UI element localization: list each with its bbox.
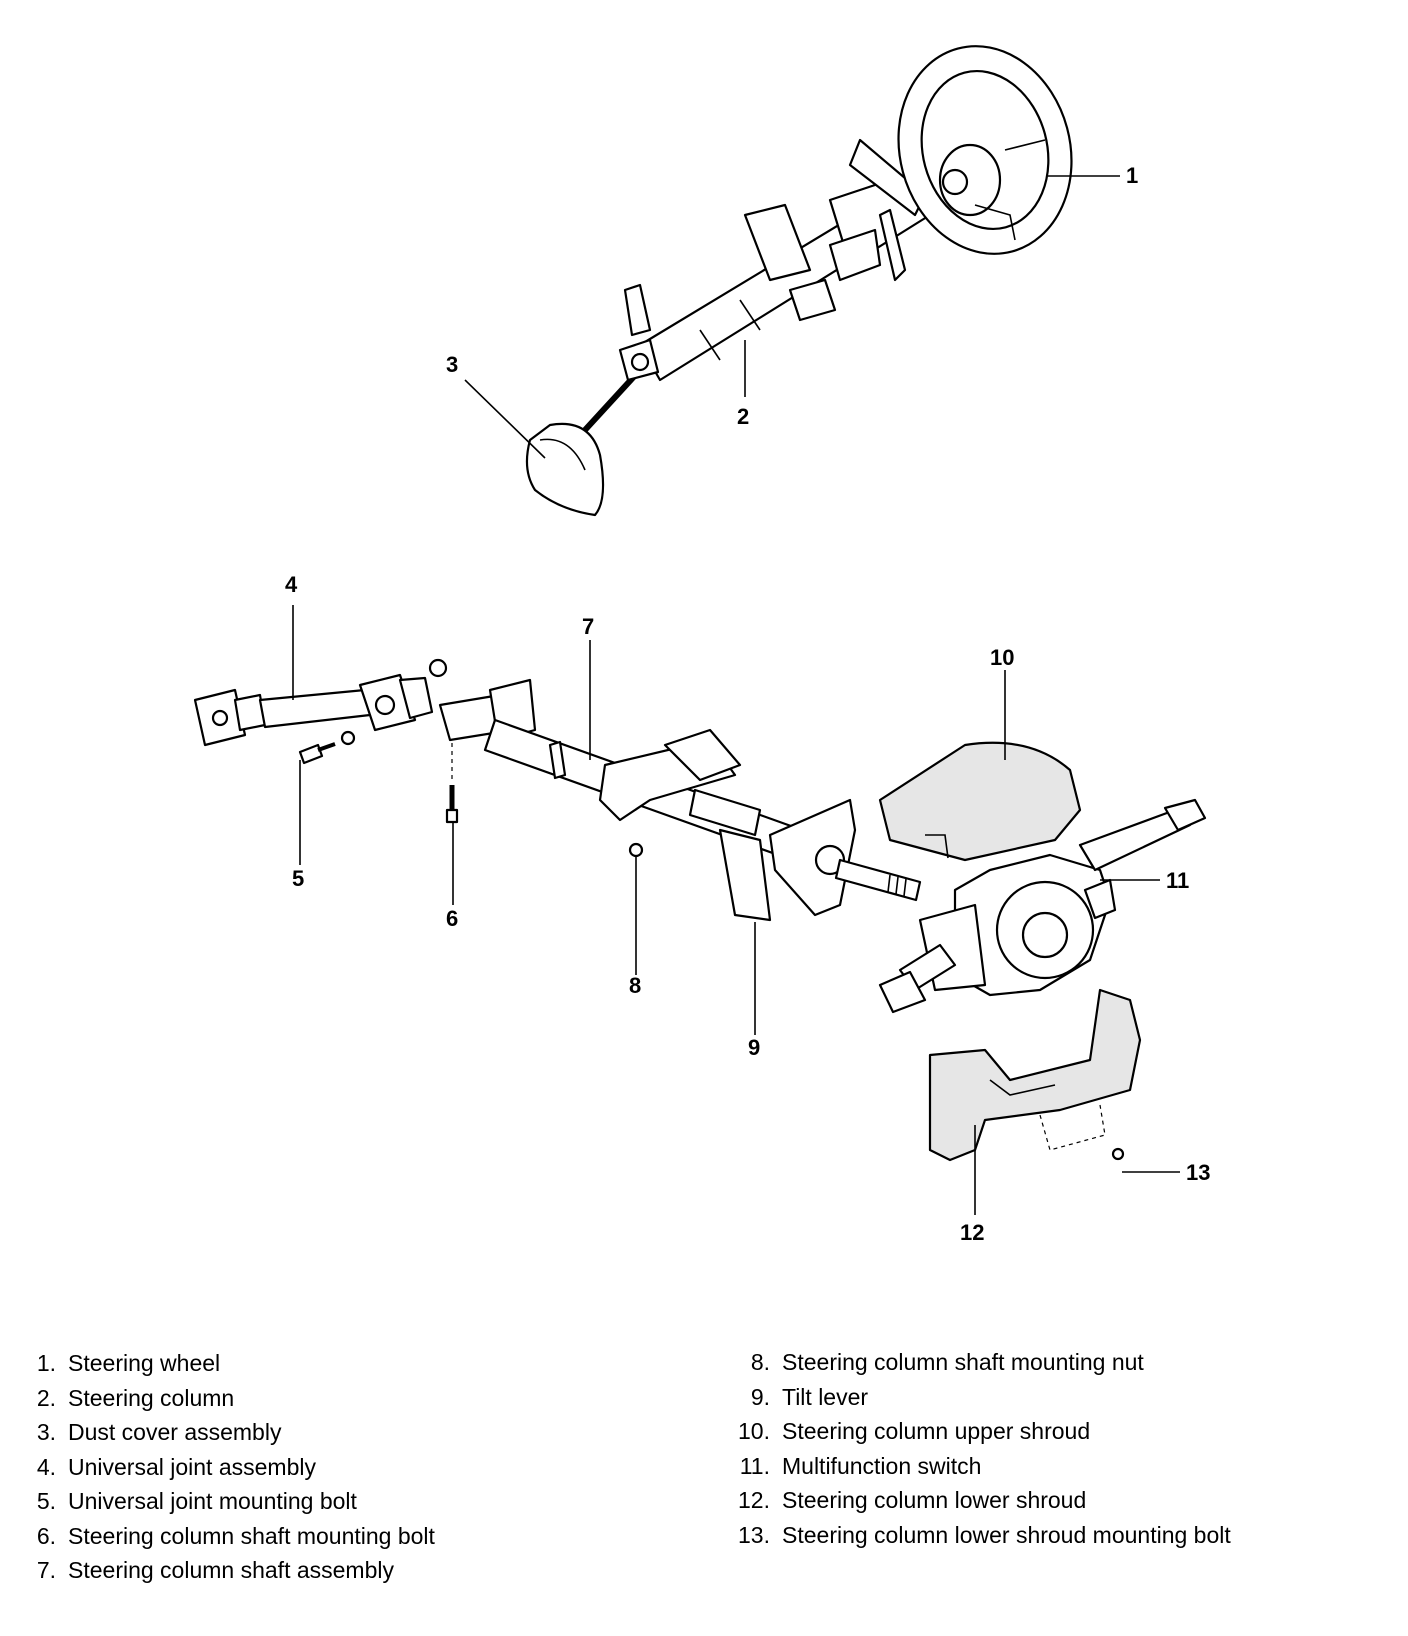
callout-4: 4 bbox=[285, 572, 298, 597]
steering-column-shaft-illustration bbox=[438, 678, 922, 922]
legend-item: 3.Dust cover assembly bbox=[36, 1419, 282, 1445]
callout-12: 12 bbox=[960, 1220, 984, 1245]
legend-item: 8.Steering column shaft mounting nut bbox=[750, 1349, 1144, 1375]
callout-7: 7 bbox=[582, 614, 594, 639]
lower-shroud-illustration bbox=[928, 988, 1142, 1162]
callout-labels: 1 2 3 4 5 6 7 8 9 10 11 12 13 bbox=[285, 163, 1210, 1245]
legend-item: 10.Steering column upper shroud bbox=[738, 1418, 1091, 1444]
parts-legend-right: 8.Steering column shaft mounting nut 9.T… bbox=[724, 1345, 1231, 1552]
legend-item: 9.Tilt lever bbox=[750, 1383, 869, 1410]
callout-10: 10 bbox=[990, 645, 1014, 670]
legend-item: 13.Steering column lower shroud mounting… bbox=[738, 1521, 1231, 1548]
callout-2: 2 bbox=[737, 404, 749, 429]
leader-lines bbox=[292, 175, 1180, 1215]
legend-item: 12.Steering column lower shroud bbox=[738, 1487, 1087, 1513]
legend-item: 1.Steering wheel bbox=[36, 1350, 221, 1376]
universal-joint-illustration bbox=[193, 658, 448, 747]
callout-5: 5 bbox=[292, 866, 304, 891]
multifunction-switch-illustration bbox=[878, 798, 1207, 1014]
mounting-bolts-illustration bbox=[298, 735, 1125, 1161]
legend-item: 11.Multifunction switch bbox=[739, 1452, 982, 1479]
callout-9: 9 bbox=[748, 1035, 760, 1060]
legend-item: 4.Universal joint assembly bbox=[36, 1453, 316, 1480]
legend-item: 2.Steering column bbox=[36, 1384, 235, 1411]
steering-column-assembly-illustration bbox=[525, 45, 1073, 517]
legend-item: 7.Steering column shaft assembly bbox=[36, 1557, 394, 1583]
callout-8: 8 bbox=[629, 973, 641, 998]
upper-shroud-illustration bbox=[878, 741, 1082, 862]
callout-6: 6 bbox=[446, 906, 458, 931]
parts-legend-left: 1.Steering wheel 2.Steering column 3.Dus… bbox=[24, 1346, 435, 1588]
legend-item: 6.Steering column shaft mounting bolt bbox=[36, 1522, 435, 1549]
callout-1: 1 bbox=[1126, 163, 1138, 188]
exploded-view-diagram: 1 2 3 4 5 6 7 8 9 10 11 12 13 bbox=[193, 45, 1210, 1245]
callout-13: 13 bbox=[1186, 1160, 1210, 1185]
callout-3: 3 bbox=[446, 352, 458, 377]
legend-item: 5.Universal joint mounting bolt bbox=[36, 1488, 357, 1514]
callout-11: 11 bbox=[1166, 868, 1189, 893]
